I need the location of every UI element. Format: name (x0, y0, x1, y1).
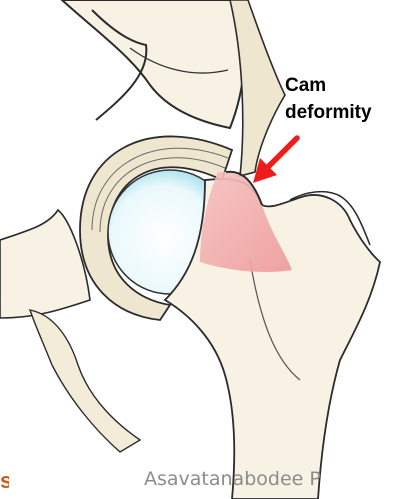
ischium (30, 310, 140, 452)
pelvis-ramus (0, 210, 90, 318)
cam-label: Cam (285, 74, 326, 98)
edge-text-fragment: s (0, 468, 9, 494)
credit-text: Asavatanabodee P (144, 468, 321, 490)
pelvis-bone (62, 0, 245, 128)
deformity-label: deformity (285, 101, 372, 125)
